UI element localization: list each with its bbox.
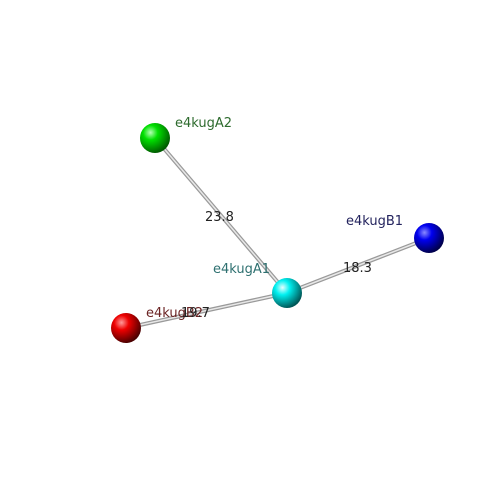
node-e4kugb2 bbox=[111, 313, 141, 343]
node-e4kugb1 bbox=[414, 223, 444, 253]
node-e4kuga2 bbox=[140, 123, 170, 153]
node-label-e4kugb1: e4kugB1 bbox=[346, 214, 403, 229]
edge-label-a1-b2: 19.7 bbox=[181, 306, 210, 321]
node-e4kuga1 bbox=[272, 278, 302, 308]
edge-label-a1-b1: 18.3 bbox=[343, 261, 372, 276]
node-label-e4kuga1: e4kugA1 bbox=[213, 262, 270, 277]
edge-a1-a2 bbox=[153, 136, 289, 295]
edge-a1-b2 bbox=[124, 291, 289, 330]
edge-label-a1-a2: 23.8 bbox=[205, 210, 234, 225]
edge-a1-b1 bbox=[285, 236, 431, 295]
node-label-e4kugb2: e4kugB2 bbox=[146, 306, 203, 321]
node-label-e4kuga2: e4kugA2 bbox=[175, 116, 232, 131]
